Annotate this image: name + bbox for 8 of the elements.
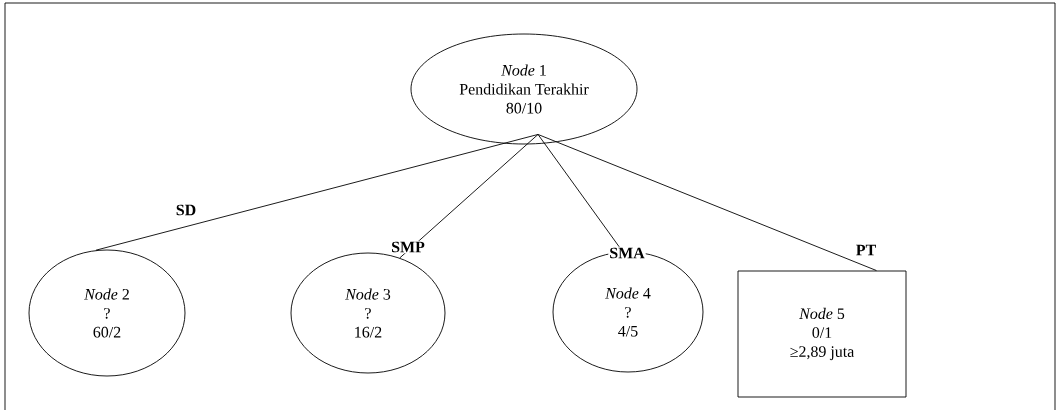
edge-label: SMP [390, 240, 426, 254]
branch-line [95, 134, 539, 251]
edge-label: SMA [608, 246, 646, 260]
edge-label: PT [854, 243, 878, 257]
branch-line [537, 134, 877, 271]
edge-label: SD [174, 203, 198, 217]
branch-line [399, 134, 539, 259]
leaf-node-box: Node 5 0/1 ≥2,89 juta [737, 270, 907, 398]
